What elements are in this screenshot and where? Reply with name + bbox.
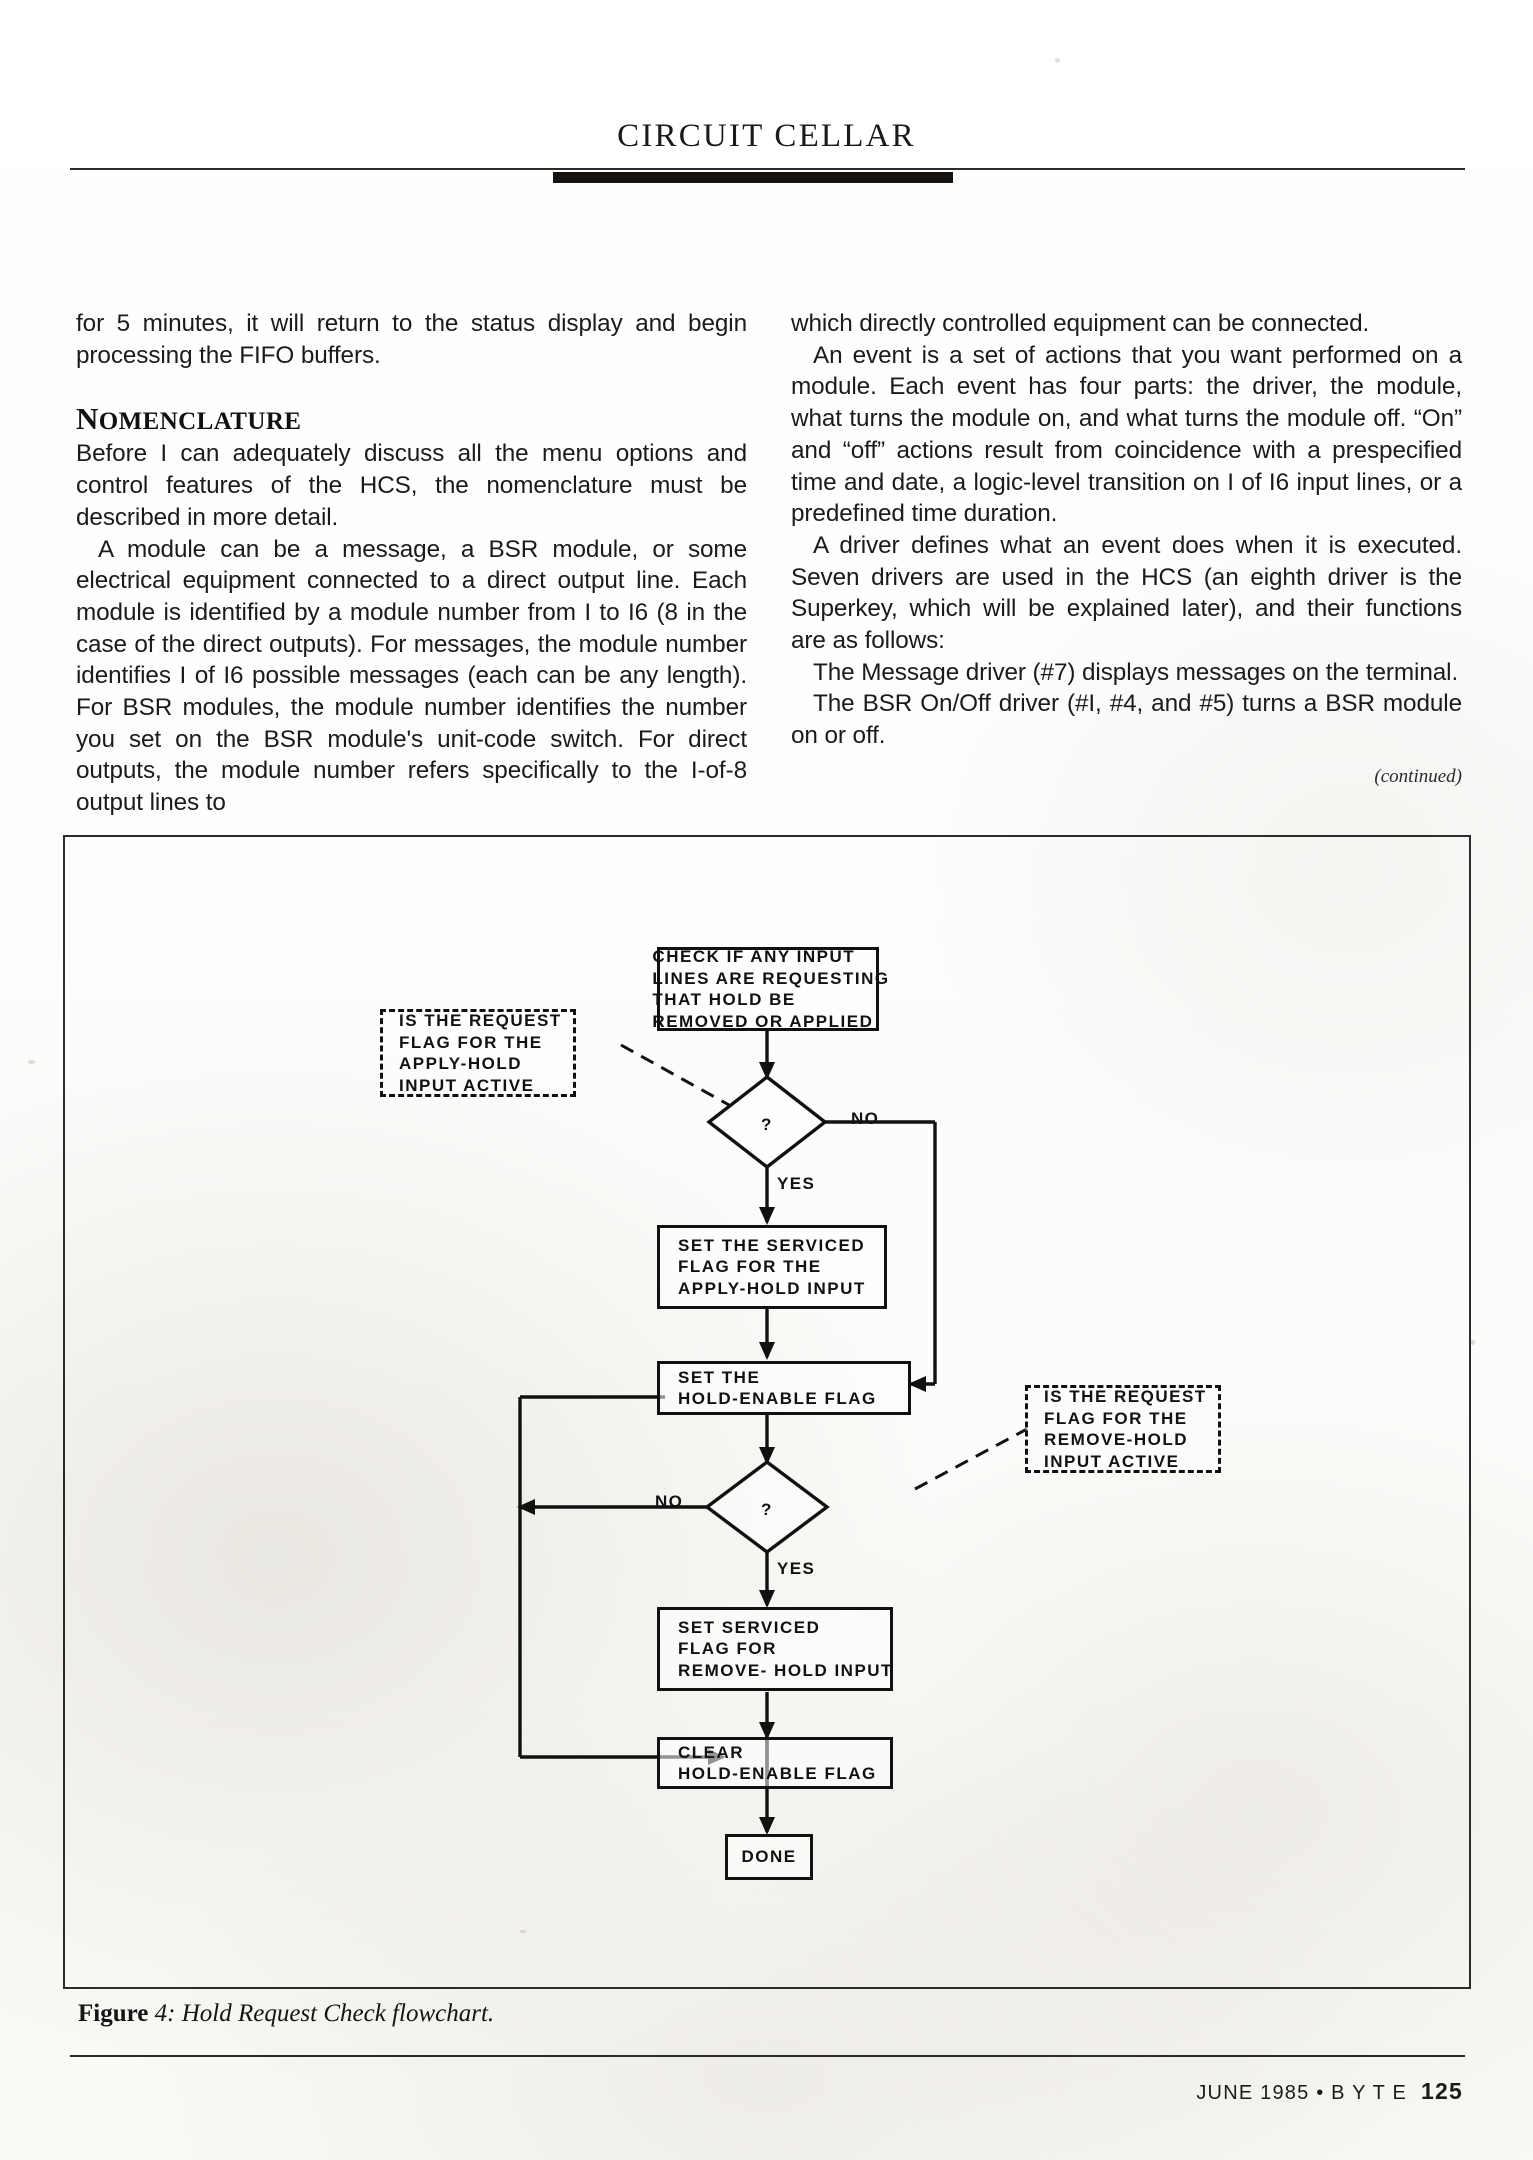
annotation-line: FLAG FOR THE — [1044, 1408, 1188, 1428]
branch-label-no-remove-hold: NO — [655, 1492, 684, 1511]
annotation-line: INPUT ACTIVE — [399, 1075, 535, 1095]
right-paragraph-1: which directly controlled equipment can … — [791, 310, 1370, 337]
arrowhead — [759, 1062, 775, 1080]
node-line: THAT HOLD BE — [652, 990, 796, 1009]
footer-page-number: 125 — [1421, 2078, 1463, 2104]
branch-label-yes-remove-hold: YES — [777, 1559, 816, 1578]
branch-label-yes-apply-hold: YES — [777, 1174, 816, 1193]
node-line: REMOVE- HOLD INPUT — [678, 1660, 893, 1680]
footer-rule — [70, 2055, 1465, 2057]
left-paragraph-1: for 5 minutes, it will return to the sta… — [76, 310, 747, 369]
right-paragraph-2: An event is a set of actions that you wa… — [791, 341, 1462, 528]
left-paragraph-2: Before I can adequately discuss all the … — [76, 440, 747, 531]
figure-frame: CHECK IF ANY INPUT LINES ARE REQUESTING … — [63, 835, 1471, 1989]
node-line: FLAG FOR — [678, 1639, 777, 1659]
annotation-remove-hold: IS THE REQUEST FLAG FOR THE REMOVE-HOLD … — [1025, 1385, 1221, 1473]
section-heading-nomenclature: NOMENCLATURE — [76, 401, 747, 437]
branch-label-no-apply-hold: NO — [851, 1109, 880, 1128]
section-heading-initial: N — [76, 401, 99, 437]
arrowhead — [759, 1722, 775, 1740]
annotation-line: FLAG FOR THE — [399, 1032, 543, 1052]
body-columns: for 5 minutes, it will return to the sta… — [76, 308, 1462, 819]
section-heading-rest: OMENCLATURE — [98, 408, 302, 436]
arrowhead — [759, 1342, 775, 1360]
page-footer: JUNE 1985 • B Y T E 125 — [1196, 2078, 1463, 2105]
decision-remove-hold-glyph: ? — [761, 1500, 773, 1519]
node-line: SET SERVICED — [678, 1617, 821, 1637]
annotation-line: IS THE REQUEST — [1044, 1387, 1207, 1406]
left-column: for 5 minutes, it will return to the sta… — [76, 308, 747, 819]
node-line: CHECK IF ANY INPUT — [652, 947, 856, 966]
flowchart-connectors — [517, 1029, 1028, 1835]
figure-caption-label: Figure — [78, 2000, 149, 2027]
node-line: LINES ARE REQUESTING — [652, 968, 890, 988]
node-line: SET THE SERVICED — [678, 1235, 866, 1255]
annotation-apply-hold: IS THE REQUEST FLAG FOR THE APPLY-HOLD I… — [380, 1009, 576, 1097]
node-check-input-lines: CHECK IF ANY INPUT LINES ARE REQUESTING … — [652, 947, 888, 1031]
node-line: HOLD-ENABLE FLAG — [678, 1764, 877, 1783]
arrowhead — [759, 1817, 775, 1835]
node-clear-hold-enable: CLEAR HOLD-ENABLE FLAG — [657, 1737, 893, 1789]
node-line: APPLY-HOLD INPUT — [678, 1278, 866, 1298]
figure-caption: Figure 4: Hold Request Check flowchart. — [78, 2000, 494, 2028]
arrowhead — [517, 1499, 535, 1515]
annotation-line: IS THE REQUEST — [399, 1011, 562, 1030]
node-line: HOLD-ENABLE FLAG — [678, 1389, 877, 1408]
header-rule — [70, 168, 1465, 170]
right-column: which directly controlled equipment can … — [791, 308, 1462, 819]
header-rule-thick — [553, 172, 953, 183]
decision-apply-hold-shape — [706, 1074, 828, 1170]
scan-speck — [1055, 58, 1060, 63]
figure-caption-text: 4: Hold Request Check flowchart. — [154, 2000, 495, 2027]
figure-inner: CHECK IF ANY INPUT LINES ARE REQUESTING … — [65, 837, 1469, 1987]
running-head: CIRCUIT CELLAR — [617, 118, 916, 154]
continued-note: (continued) — [1374, 765, 1462, 787]
right-paragraph-5: The BSR On/Off driver (#I, #4, and #5) t… — [791, 690, 1462, 750]
decision-remove-hold-shape — [704, 1459, 830, 1555]
node-line: CLEAR — [678, 1742, 745, 1762]
scan-speck — [28, 1060, 35, 1064]
right-paragraph-3: A driver defines what an event does when… — [791, 531, 1462, 655]
arrowhead — [908, 1376, 926, 1392]
node-set-serviced-remove-hold: SET SERVICED FLAG FOR REMOVE- HOLD INPUT — [657, 1607, 893, 1691]
arrowhead — [759, 1590, 775, 1608]
annotation-line: INPUT ACTIVE — [1044, 1451, 1180, 1471]
left-paragraph-3: A module can be a message, a BSR module,… — [76, 535, 747, 817]
footer-issue: JUNE 1985 • B Y T E — [1196, 2082, 1408, 2104]
scan-speck — [520, 1930, 526, 1933]
annotation-line: APPLY-HOLD — [399, 1054, 523, 1073]
decision-apply-hold-glyph: ? — [761, 1115, 773, 1134]
node-line: DONE — [741, 1847, 797, 1867]
node-line: FLAG FOR THE — [678, 1257, 822, 1277]
annotation-line: REMOVE-HOLD — [1044, 1430, 1188, 1449]
node-done: DONE — [725, 1834, 813, 1880]
right-paragraph-4: The Message driver (#7) displays message… — [813, 658, 1459, 686]
node-line: SET THE — [678, 1367, 761, 1387]
node-line: REMOVED OR APPLIED — [652, 1011, 874, 1031]
arrowhead — [759, 1207, 775, 1225]
node-set-hold-enable: SET THE HOLD-ENABLE FLAG — [657, 1361, 911, 1415]
node-set-serviced-apply-hold: SET THE SERVICED FLAG FOR THE APPLY-HOLD… — [657, 1225, 887, 1309]
arrowhead — [759, 1447, 775, 1465]
scan-speck — [1470, 1340, 1475, 1345]
